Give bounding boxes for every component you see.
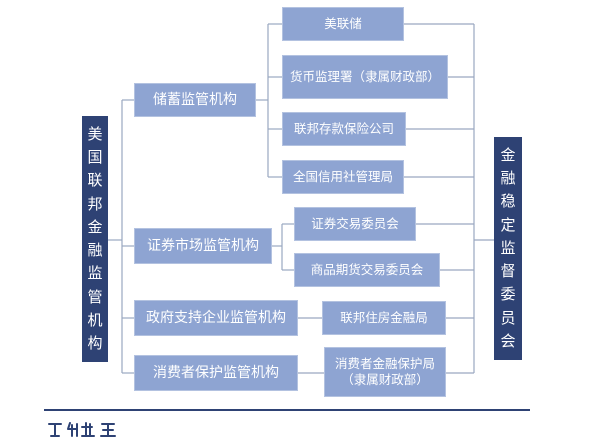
category-securities-regulator: 证券市场监管机构 <box>134 228 272 264</box>
agency-label: 联邦存款保险公司 <box>293 120 394 136</box>
left-root-char: 联 <box>87 171 103 190</box>
right-root-box: 金 融 稳 定 监 督 委 员 会 <box>494 137 522 360</box>
right-root-char: 监 <box>500 238 516 257</box>
right-root-char: 会 <box>500 331 516 350</box>
left-root-char: 监 <box>87 264 103 283</box>
category-label: 消费者保护监管机构 <box>153 364 279 381</box>
agency-cftc: 商品期货交易委员会 <box>294 253 440 287</box>
agency-label: 证券交易委员会 <box>311 215 399 231</box>
footer-divider <box>44 409 530 411</box>
right-root-char: 员 <box>500 308 516 327</box>
agency-label: 美联储 <box>324 15 362 31</box>
left-root-char: 美 <box>87 124 103 143</box>
agency-label: 商品期货交易委员会 <box>310 261 424 277</box>
category-gse-regulator: 政府支持企业监管机构 <box>134 300 298 336</box>
right-root-char: 委 <box>500 285 516 304</box>
right-root-char: 稳 <box>500 192 516 211</box>
agency-label: 全国信用社管理局 <box>292 168 393 184</box>
agency-label-note: （隶属财政部） <box>341 372 429 387</box>
agency-label: 联邦住房金融局 <box>340 309 428 325</box>
right-root-char: 金 <box>500 145 516 164</box>
agency-fhfa: 联邦住房金融局 <box>322 301 446 335</box>
right-root-char: 融 <box>500 169 516 188</box>
left-root-char: 国 <box>87 148 103 166</box>
agency-label: 货币监理署（隶属财政部） <box>289 68 440 84</box>
agency-occ: 货币监理署（隶属财政部） <box>282 55 448 99</box>
category-label: 证券市场监管机构 <box>147 237 259 254</box>
left-root-char: 管 <box>87 287 103 306</box>
category-label: 政府支持企业监管机构 <box>146 309 286 326</box>
category-savings-regulator: 储蓄监管机构 <box>134 83 256 117</box>
left-root-char: 金 <box>87 217 103 236</box>
category-label: 储蓄监管机构 <box>153 91 237 108</box>
brand-logo-icon <box>48 422 116 437</box>
agency-fdic: 联邦存款保险公司 <box>282 112 406 146</box>
agency-cfpb: 消费者金融保护局 （隶属财政部） <box>324 347 446 397</box>
left-root-char: 邦 <box>87 194 103 213</box>
left-root-char: 机 <box>87 310 103 329</box>
right-root-char: 督 <box>500 262 516 281</box>
category-consumer-protection-regulator: 消费者保护监管机构 <box>134 355 298 391</box>
right-root-char: 定 <box>500 215 516 234</box>
left-root-char: 构 <box>87 334 103 352</box>
agency-federal-reserve: 美联储 <box>282 7 404 41</box>
left-root-box: 美 国 联 邦 金 融 监 管 机 构 <box>82 116 108 362</box>
left-root-char: 融 <box>87 241 103 259</box>
agency-sec: 证券交易委员会 <box>294 207 416 241</box>
agency-label: 消费者金融保护局 <box>334 355 435 371</box>
agency-ncua: 全国信用社管理局 <box>282 160 404 194</box>
